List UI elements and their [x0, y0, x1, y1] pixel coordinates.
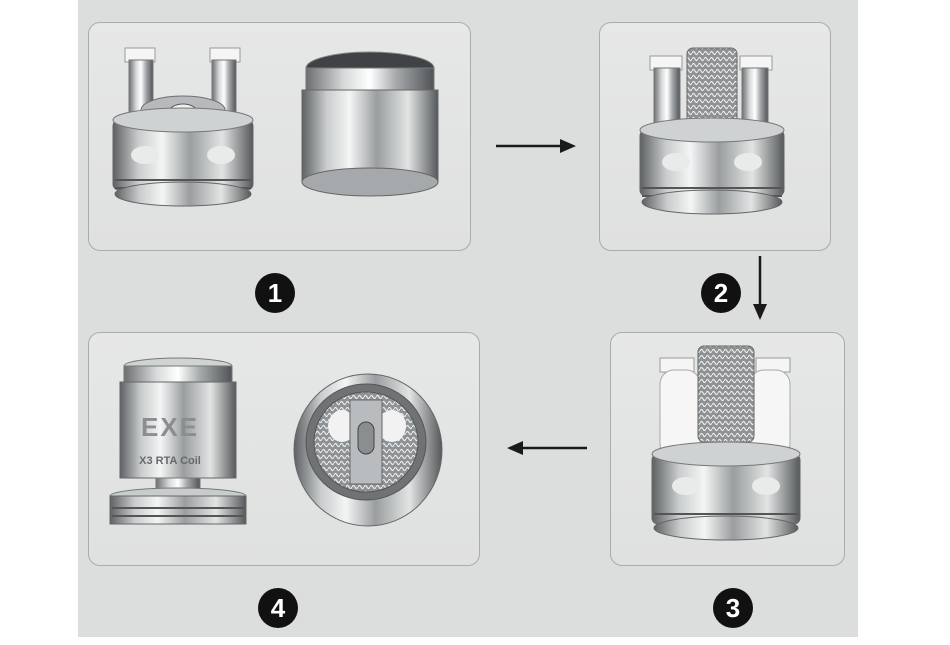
glass-chamber-image — [298, 50, 448, 200]
step-1-badge: 1 — [255, 273, 295, 313]
coil-head-label: X3 RTA Coil — [139, 455, 201, 467]
arrow-down-icon — [750, 256, 770, 322]
coil-head-side-image: EXE X3 RTA Coil — [108, 356, 258, 536]
rta-deck-with-cotton-image — [646, 342, 806, 547]
step-4-badge: 4 — [258, 588, 298, 628]
arrow-right-icon — [496, 136, 578, 156]
rta-deck-image — [105, 40, 265, 215]
rta-deck-with-coil-image — [632, 44, 792, 224]
step-2-badge: 2 — [701, 273, 741, 313]
arrow-left-icon — [505, 438, 587, 458]
coil-head-logo: EXE — [141, 412, 199, 442]
coil-head-top-image — [292, 370, 452, 535]
step-3-badge: 3 — [713, 588, 753, 628]
